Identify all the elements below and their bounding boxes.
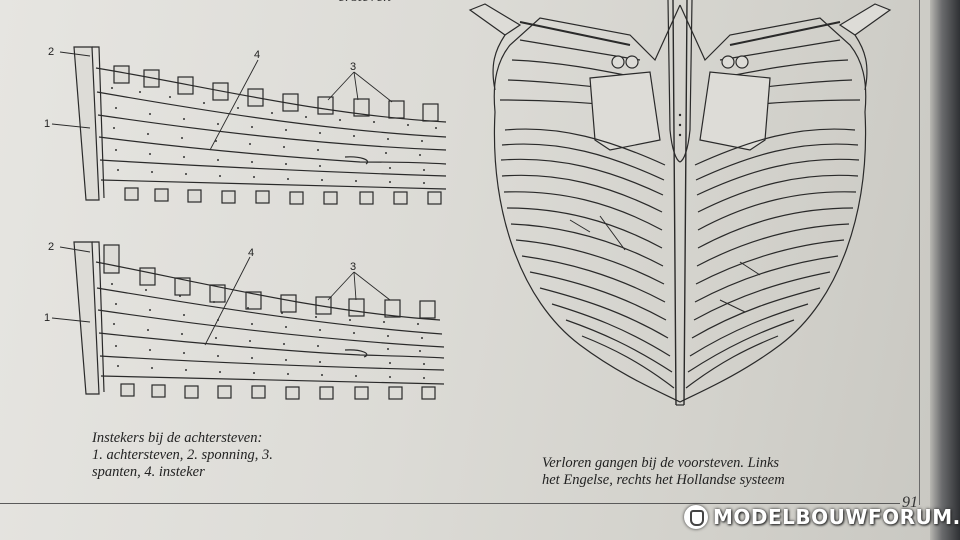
page-top-text-fragment: ersteven	[338, 0, 391, 6]
page-border-right	[919, 0, 920, 505]
nail-dots-bottom	[111, 283, 425, 379]
figure-caption-left: Instekers bij de achtersteven: 1. achter…	[92, 430, 273, 481]
page-number: 91	[902, 494, 918, 511]
caption-right-line-2: het Engelse, rechts het Hollandse systee…	[542, 472, 785, 488]
watermark-text: MODELBOUWFORUM.NL	[713, 505, 960, 529]
callout-1-bottom: 1	[44, 312, 50, 324]
caption-left-line-3: spanten, 4. insteker	[92, 464, 205, 480]
frame-bottoms-top	[124, 187, 442, 205]
callouts-top: 2 1 4 3	[44, 46, 356, 130]
frame-bottoms-bottom	[120, 383, 436, 400]
page-border-bottom	[0, 503, 900, 504]
technical-drawings: 2 1 4 3	[44, 0, 892, 406]
callout-3-top: 3	[350, 61, 356, 73]
caption-left-line-1: Instekers bij de achtersteven:	[92, 430, 263, 446]
frame-tops-bottom	[103, 244, 436, 319]
planking-diagram-bottom	[51, 241, 445, 400]
callout-4-top: 4	[254, 49, 260, 61]
nail-dots-top	[111, 87, 437, 184]
book-spine-shadow	[930, 0, 960, 540]
callout-2-bottom: 2	[48, 241, 54, 253]
callout-2-top: 2	[48, 46, 54, 58]
callout-4-bottom: 4	[248, 247, 254, 259]
figure-caption-right: Verloren gangen bij de voorsteven. Links…	[542, 455, 785, 489]
planking-diagram-top	[51, 46, 447, 205]
frame-tops-top	[113, 65, 439, 122]
book-page: ersteven	[0, 0, 938, 540]
bow-view-drawing	[468, 0, 892, 406]
caption-right-line-1: Verloren gangen bij de voorsteven. Links	[542, 455, 780, 471]
callout-3-bottom: 3	[350, 261, 356, 273]
site-watermark: MODELBOUWFORUM.NL	[684, 502, 960, 532]
callout-1-top: 1	[44, 118, 50, 130]
callouts-bottom: 2 1 4 3	[44, 241, 356, 324]
caption-left-line-2: 1. achtersteven, 2. sponning, 3.	[92, 447, 273, 463]
helmet-logo-icon	[684, 505, 708, 529]
